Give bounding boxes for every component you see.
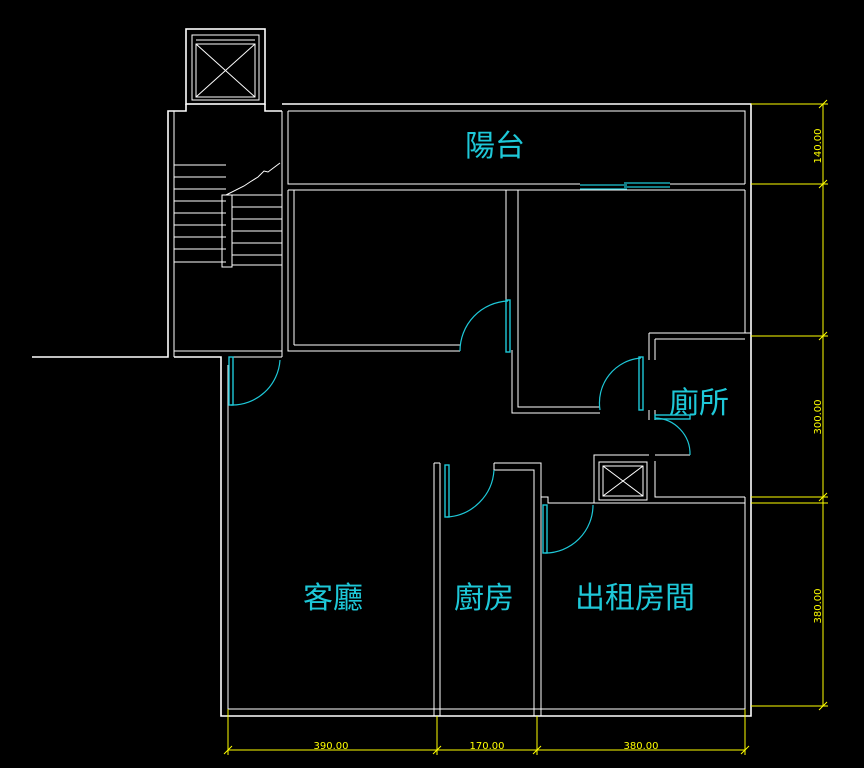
exterior-walls	[174, 103, 752, 717]
label-living-room: 客廳	[303, 581, 363, 616]
label-balcony: 陽台	[465, 129, 525, 164]
bedroom-right	[518, 189, 751, 411]
dim-rental-width: 380.00	[624, 741, 659, 752]
dimension-bottom: 390.00 170.00 380.00	[223, 709, 750, 755]
toilet-room	[593, 410, 745, 504]
door-entrance	[228, 356, 281, 406]
toilet-fixture	[598, 461, 648, 501]
dim-living-width: 390.00	[314, 741, 349, 752]
label-rental-room: 出租房間	[575, 581, 695, 616]
label-toilet: 廁所	[669, 386, 729, 421]
bedroom-left	[287, 190, 600, 414]
dim-balcony-depth: 140.00	[813, 129, 824, 164]
door-kitchen	[444, 464, 495, 518]
stairwell	[32, 104, 283, 358]
door-rental-room	[542, 504, 594, 554]
kitchen-room	[433, 462, 542, 716]
stair-treads	[174, 162, 282, 268]
dim-rental-depth: 380.00	[813, 589, 824, 624]
door-toilet	[654, 414, 691, 456]
sliding-door	[580, 182, 670, 190]
door-bedroom-right	[598, 356, 644, 411]
dim-kitchen-width: 170.00	[470, 741, 505, 752]
dimension-right: 140.00 300.00 380.00	[751, 99, 828, 711]
rental-room	[541, 496, 594, 554]
elevator-shaft	[185, 28, 266, 105]
dim-toilet-depth: 300.00	[813, 400, 824, 435]
door-bedroom-left	[459, 299, 511, 353]
label-kitchen: 廚房	[454, 581, 514, 616]
